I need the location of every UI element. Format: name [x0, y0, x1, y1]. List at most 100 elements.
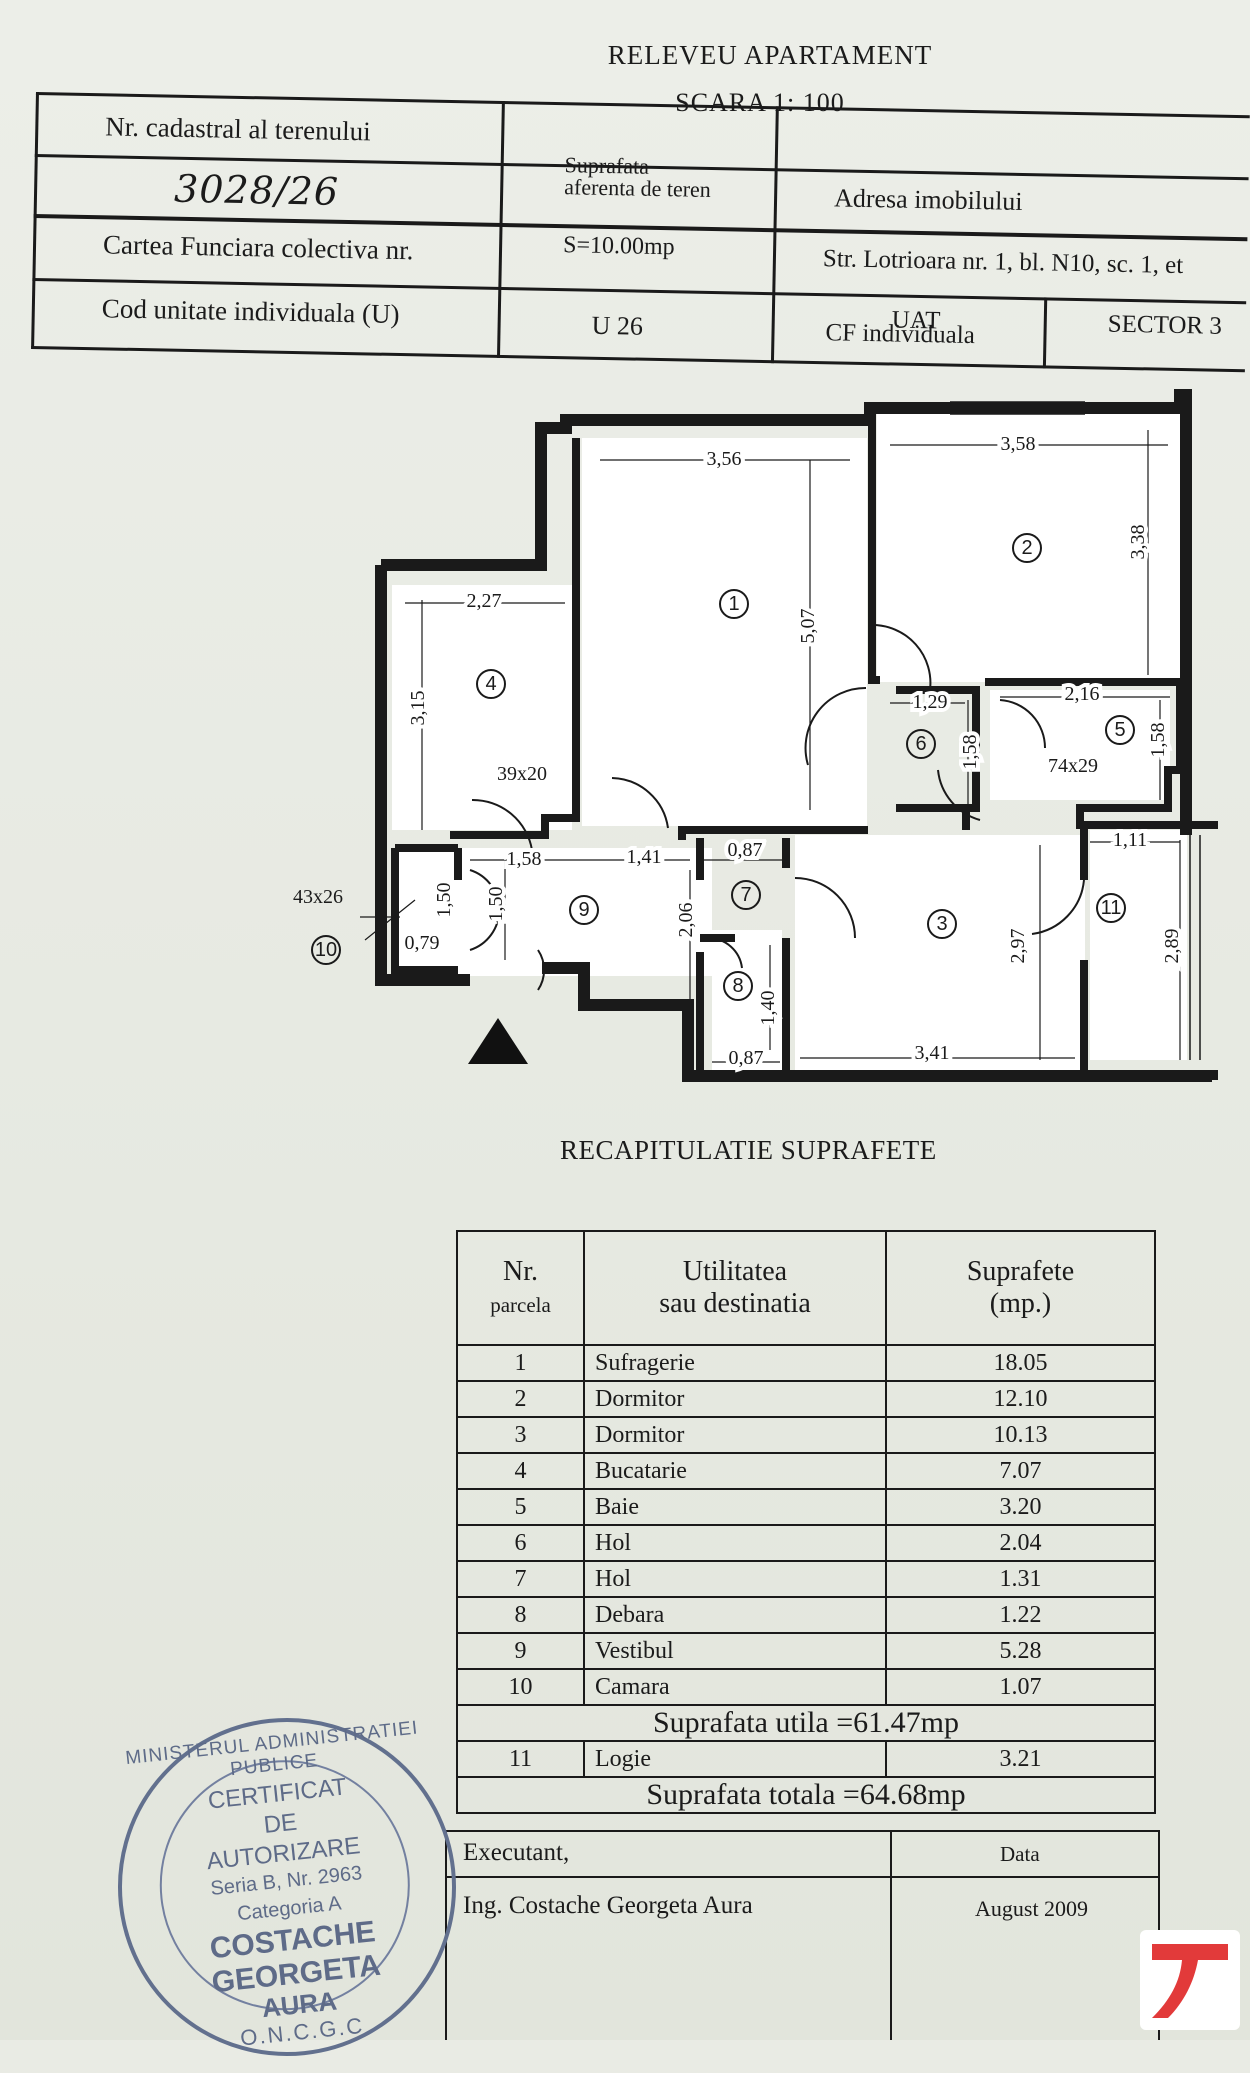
useful-total-row: Suprafata utila =61.47mp — [456, 1704, 1156, 1742]
document-title: RELEVEU APARTAMENT — [607, 40, 933, 70]
door-swing — [794, 877, 856, 939]
executant-label: Executant, — [463, 1839, 570, 1866]
row-name: Camara — [583, 1668, 887, 1706]
door-swing — [999, 699, 1047, 749]
dimension-label: 2,27 — [467, 590, 502, 612]
dimension-label: 0,79 — [405, 932, 440, 954]
dimension-lines — [360, 430, 1181, 1063]
sign-line — [890, 1830, 892, 2040]
wall — [375, 565, 470, 986]
recap-title: RECAPITULATIE SUPRAFETE — [560, 1135, 937, 1165]
room-number-circle — [927, 909, 957, 939]
row-area: 10.13 — [885, 1416, 1156, 1454]
room-number-circle — [906, 729, 936, 759]
row-nr: 4 — [456, 1452, 585, 1490]
dimension-label: 1,40 — [757, 991, 779, 1026]
sign-line — [445, 1830, 1160, 1832]
row-nr: 11 — [456, 1740, 585, 1778]
row-name: Bucatarie — [583, 1452, 887, 1490]
dimension-label: 3,38 — [1127, 525, 1149, 560]
grand-total-row: Suprafata totala =64.68mp — [456, 1776, 1156, 1814]
dimension-label: 1,11 — [1113, 829, 1147, 851]
floor-plan: 1 2 4 5 6 7 3 8 9 10 11 3,56 3,58 3,38 5… — [293, 389, 1218, 1082]
leader-line — [364, 899, 416, 941]
door-swing — [1031, 879, 1085, 935]
room-number: 8 — [732, 975, 743, 997]
room-fill — [582, 438, 867, 826]
col-nr-label-1: Nr. — [503, 1255, 538, 1287]
logo-mark — [1152, 1944, 1228, 2018]
row-area: 2.04 — [885, 1524, 1156, 1562]
row-name: Logie — [583, 1740, 887, 1778]
door-swing — [471, 798, 533, 851]
wall — [868, 420, 880, 684]
useful-total: Suprafata utila =61.47mp — [456, 1704, 1156, 1742]
room-number: 6 — [915, 733, 926, 755]
row-nr: 3 — [456, 1416, 585, 1454]
recap-table: Nr. parcela Utilitatea sau destinatia Su… — [456, 1230, 1156, 1814]
dimension-label: 39x20 — [497, 763, 547, 785]
col-area-header: Suprafete (mp.) — [885, 1230, 1156, 1346]
row-area: 3.20 — [885, 1488, 1156, 1526]
row-area: 1.07 — [885, 1668, 1156, 1706]
wall — [391, 848, 458, 974]
row-name: Dormitor — [583, 1416, 887, 1454]
row-area: 7.07 — [885, 1452, 1156, 1490]
authorization-stamp: MINISTERUL ADMINISTRATIEI PUBLICE CERTIF… — [101, 1701, 473, 2073]
dimension-label: 3,41 — [915, 1042, 950, 1064]
room-number: 9 — [578, 899, 589, 921]
dimension-label: 2,97 — [1007, 929, 1029, 964]
row-nr: 7 — [456, 1560, 585, 1598]
door-swing — [937, 769, 981, 821]
dimension-label: 0,87 — [728, 839, 763, 861]
room-fill — [392, 848, 712, 976]
dimension-label: 1,58 — [507, 848, 542, 870]
row-area: 3.21 — [885, 1740, 1156, 1778]
dimension-label: 5,07 — [797, 609, 819, 644]
room-number-circle — [1105, 715, 1135, 745]
row-name: Dormitor — [583, 1380, 887, 1418]
dimension-label: 2,16 — [1065, 683, 1100, 705]
dimension-label: 3,15 — [407, 691, 429, 726]
row-area: 12.10 — [885, 1380, 1156, 1418]
dimension-label: 3,56 — [707, 448, 742, 470]
room-number-circle — [311, 935, 341, 965]
col-nr-header: Nr. parcela — [456, 1230, 585, 1346]
col-area-label-2: (mp.) — [989, 1288, 1052, 1319]
col-use-label-1: Utilitatea — [682, 1255, 788, 1287]
room-fill — [1090, 830, 1187, 1060]
wall — [450, 438, 580, 839]
row-name: Debara — [583, 1596, 887, 1634]
room-number-circle — [723, 971, 753, 1001]
logo-shape — [1152, 1944, 1228, 2018]
room-number: 5 — [1114, 719, 1125, 741]
executant-name: Ing. Costache Georgeta Aura — [463, 1892, 753, 1919]
row-name: Baie — [583, 1488, 887, 1526]
door-swing — [707, 936, 743, 969]
wall — [896, 686, 980, 812]
row-name: Hol — [583, 1524, 887, 1562]
dimension-label: 3,58 — [1001, 433, 1036, 455]
dimension-label: 1,41 — [627, 846, 662, 868]
door-swing — [871, 623, 932, 691]
room-number: 3 — [936, 913, 947, 935]
room-fills — [392, 412, 1187, 1080]
row-nr: 5 — [456, 1488, 585, 1526]
row-area: 1.31 — [885, 1560, 1156, 1598]
dimension-label: 1,50 — [485, 887, 507, 922]
room-fill — [877, 412, 1182, 682]
dimension-label: 1,50 — [433, 883, 455, 918]
row-area: 1.22 — [885, 1596, 1156, 1634]
app-logo-icon — [1140, 1930, 1240, 2030]
room-number-circle — [1096, 893, 1126, 923]
row-name: Vestibul — [583, 1632, 887, 1670]
dimension-label: 1,58 — [959, 735, 981, 770]
col-nr-label-2: parcela — [490, 1293, 551, 1317]
door-swing — [469, 869, 501, 951]
